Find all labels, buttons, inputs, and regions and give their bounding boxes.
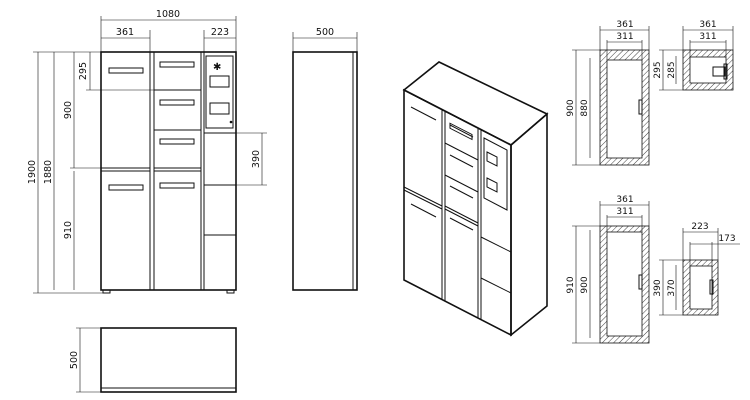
drawer-handle bbox=[159, 182, 195, 189]
dim-overall-width: 1080 bbox=[156, 9, 180, 20]
svg-text:910: 910 bbox=[566, 276, 576, 293]
dim-lower-door: 910 bbox=[63, 221, 74, 239]
side-view: 500 bbox=[292, 27, 358, 291]
svg-text:173: 173 bbox=[718, 234, 735, 244]
svg-text:880: 880 bbox=[580, 99, 590, 116]
door-handle bbox=[108, 184, 144, 191]
dim-inner-height: 1880 bbox=[43, 160, 54, 184]
dim-overall-height: 1900 bbox=[27, 160, 38, 184]
control-panel bbox=[205, 55, 234, 129]
dim-top-depth: 500 bbox=[69, 351, 80, 369]
svg-text:295: 295 bbox=[653, 61, 663, 78]
section-small-lower: 223 173 390 370 bbox=[653, 222, 740, 316]
front-view: ✱ 1080 361 223 1900 1880 900 bbox=[27, 9, 267, 294]
drawer-handle bbox=[159, 138, 195, 145]
door-handle bbox=[108, 67, 144, 74]
svg-text:311: 311 bbox=[616, 207, 633, 217]
isometric-view bbox=[402, 61, 549, 337]
svg-text:370: 370 bbox=[667, 279, 677, 296]
side-outline bbox=[292, 51, 358, 291]
drawer-handle bbox=[159, 99, 195, 106]
scanner-icon bbox=[209, 102, 230, 115]
drawer-handle bbox=[159, 61, 195, 68]
dim-drawer: 295 bbox=[78, 62, 89, 80]
section-small-upper: 361 311 295 285 bbox=[653, 20, 734, 91]
dim-left-column: 361 bbox=[116, 27, 134, 38]
top-outline bbox=[100, 327, 237, 393]
section-large-upper: 361 311 900 880 bbox=[566, 20, 650, 166]
svg-text:311: 311 bbox=[699, 32, 716, 42]
dim-right-column: 223 bbox=[211, 27, 229, 38]
dim-side-depth: 500 bbox=[316, 27, 334, 38]
dim-small-door: 390 bbox=[251, 150, 262, 168]
screen-icon bbox=[209, 75, 230, 88]
svg-text:361: 361 bbox=[616, 20, 633, 30]
svg-text:361: 361 bbox=[616, 195, 633, 205]
svg-text:311: 311 bbox=[616, 32, 633, 42]
svg-text:285: 285 bbox=[667, 61, 677, 78]
svg-text:900: 900 bbox=[580, 276, 590, 293]
dim-upper-door: 900 bbox=[63, 101, 74, 119]
svg-text:223: 223 bbox=[691, 222, 708, 232]
keypad-icon: ✱ bbox=[213, 62, 221, 73]
svg-text:390: 390 bbox=[653, 279, 663, 296]
top-view: 500 bbox=[69, 327, 237, 393]
svg-text:361: 361 bbox=[699, 20, 716, 30]
section-large-lower: 361 311 910 900 bbox=[566, 195, 650, 344]
svg-text:900: 900 bbox=[566, 99, 576, 116]
